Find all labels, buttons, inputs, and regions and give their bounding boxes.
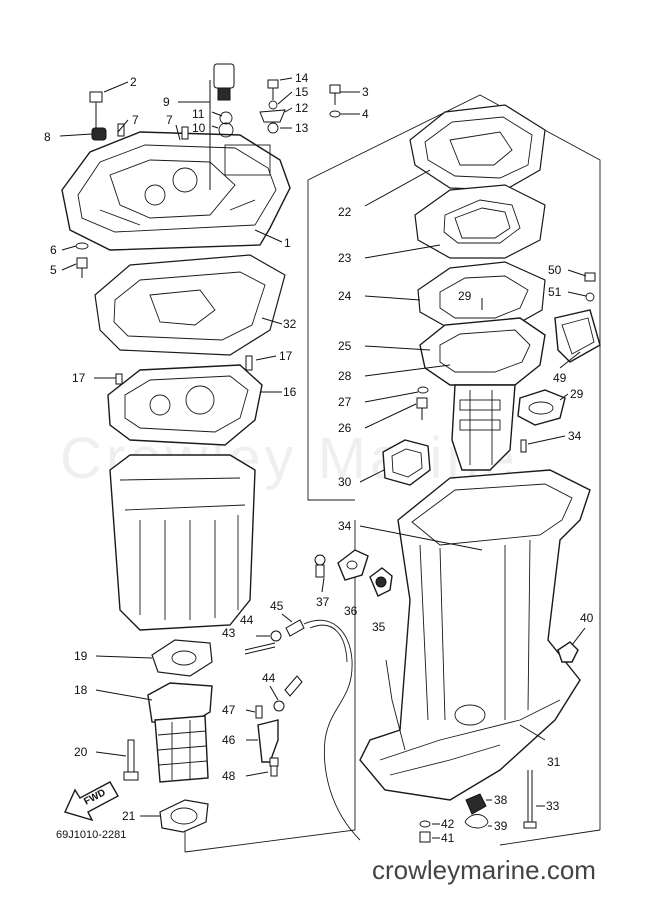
seal-29 <box>517 389 566 426</box>
callout-25: 25 <box>338 339 352 353</box>
exhaust-guide-16 <box>107 355 263 446</box>
callout-42: 42 <box>441 817 455 831</box>
callout-37: 37 <box>316 595 330 609</box>
callout-36: 36 <box>344 604 358 618</box>
callout-45: 45 <box>270 599 284 613</box>
callout-3: 3 <box>362 85 369 99</box>
callout-18: 18 <box>74 683 88 697</box>
callout-15: 15 <box>295 85 309 99</box>
leader-lines <box>59 77 587 839</box>
callout-7b: 7 <box>166 113 173 127</box>
grommet-parts <box>314 549 579 663</box>
callout-27: 27 <box>338 395 352 409</box>
callout-12: 12 <box>295 101 309 115</box>
callout-23: 23 <box>338 251 352 265</box>
callout-48: 48 <box>222 769 236 783</box>
callout-33: 33 <box>546 799 560 813</box>
callout-2: 2 <box>130 75 137 89</box>
callout-8: 8 <box>44 130 51 144</box>
gasket-21 <box>159 799 209 833</box>
callout-9: 9 <box>163 95 170 109</box>
callout-35: 35 <box>372 620 386 634</box>
exhaust-tube-18 <box>123 682 213 783</box>
callout-labels: 2 3 4 8 9 11 10 7 7 14 15 12 13 1 6 5 32… <box>44 71 594 845</box>
water-hose-fittings <box>244 619 361 841</box>
callout-38: 38 <box>494 793 508 807</box>
callout-13: 13 <box>295 121 309 135</box>
exhaust-guide-25 <box>419 317 546 471</box>
gasket-32 <box>94 254 286 356</box>
upper-case-cover <box>61 131 291 251</box>
callout-29b: 29 <box>570 387 584 401</box>
callout-31: 31 <box>547 755 561 769</box>
callout-47: 47 <box>222 703 236 717</box>
seal-30 <box>382 439 431 486</box>
callout-40: 40 <box>580 611 594 625</box>
plate-49 <box>554 309 601 363</box>
footer-url[interactable]: crowleymarine.com <box>372 855 596 885</box>
fwd-arrow: FWD <box>64 781 119 822</box>
callout-39: 39 <box>494 819 508 833</box>
callout-1: 1 <box>284 236 291 250</box>
callout-19: 19 <box>74 649 88 663</box>
gasket-24 <box>417 261 546 331</box>
callout-21: 21 <box>122 809 136 823</box>
exhaust-manifold <box>109 454 256 631</box>
drawing-code: 69J1010-2281 <box>56 829 126 841</box>
callout-11: 11 <box>192 107 205 121</box>
callout-34b: 34 <box>338 519 352 533</box>
callout-50: 50 <box>548 263 562 277</box>
callout-28: 28 <box>338 369 352 383</box>
callout-34a: 34 <box>568 429 582 443</box>
callout-30: 30 <box>338 475 352 489</box>
callout-16: 16 <box>283 385 297 399</box>
callout-44a: 44 <box>240 613 254 627</box>
callout-43: 43 <box>222 626 236 640</box>
callout-24: 24 <box>338 289 352 303</box>
callout-46: 46 <box>222 733 236 747</box>
lower-fasteners <box>419 770 537 843</box>
callout-44b: 44 <box>262 671 276 685</box>
callout-22: 22 <box>338 205 352 219</box>
gasket-22 <box>409 104 546 191</box>
upper-casing-31 <box>359 469 591 801</box>
callout-17a: 17 <box>72 371 86 385</box>
callout-51: 51 <box>548 285 562 299</box>
callout-7a: 7 <box>132 113 139 127</box>
callout-10: 10 <box>192 121 206 135</box>
gasket-23 <box>414 184 546 259</box>
callout-5: 5 <box>50 263 57 277</box>
callout-20: 20 <box>74 745 88 759</box>
callout-32: 32 <box>283 317 297 331</box>
cover-fasteners <box>75 63 341 278</box>
callout-14: 14 <box>295 71 309 85</box>
callout-41: 41 <box>441 831 455 845</box>
callout-26: 26 <box>338 421 352 435</box>
callout-49: 49 <box>553 371 567 385</box>
callout-17b: 17 <box>279 349 293 363</box>
callout-4: 4 <box>362 107 369 121</box>
callout-6: 6 <box>50 243 57 257</box>
gasket-19 <box>151 639 213 677</box>
callout-29a: 29 <box>458 289 472 303</box>
